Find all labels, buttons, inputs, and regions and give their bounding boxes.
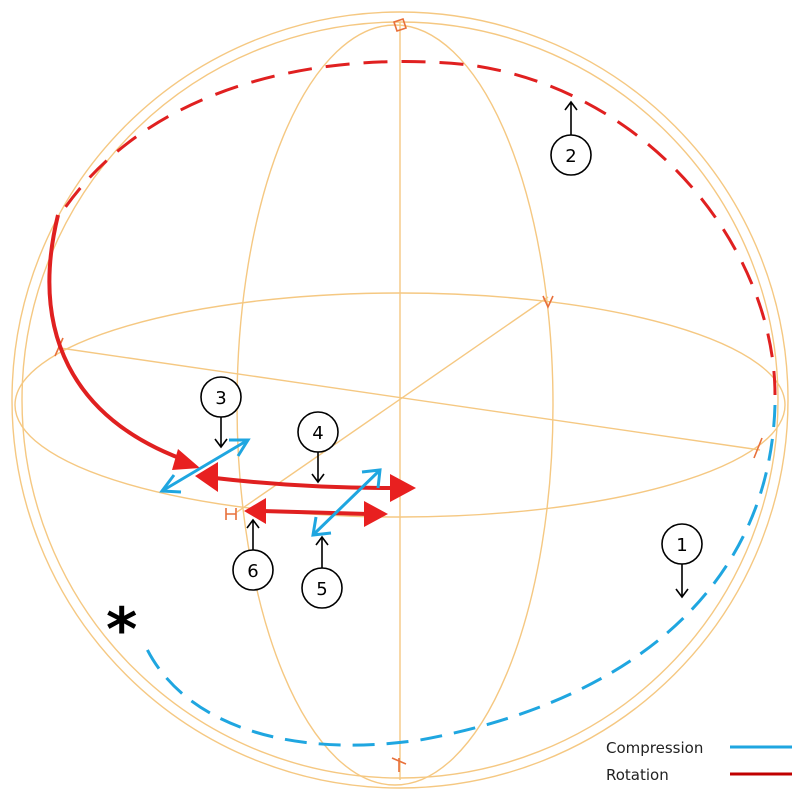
- marker-5: 5: [301, 535, 343, 609]
- depth-axis: [236, 296, 549, 513]
- horizontal-axis: [59, 347, 761, 451]
- top-pole-marker: [392, 17, 408, 33]
- right-pole-marker: [753, 437, 763, 459]
- rotation-arrow-4-head-right: [390, 474, 416, 502]
- marker-2: 2: [550, 100, 592, 176]
- marker-3-label: 3: [215, 388, 226, 409]
- marker-1-label: 1: [676, 535, 687, 556]
- rotation-arrow-4-head-left: [195, 462, 218, 492]
- marker-6-label: 6: [247, 561, 258, 582]
- rotation-arrow-4-shaft: [214, 476, 393, 490]
- marker-1: 1: [661, 523, 703, 599]
- rotation-arrow-6-head-left: [244, 498, 266, 524]
- rotation-arrowhead-left: [172, 449, 200, 470]
- back-pole-marker: [542, 295, 554, 309]
- rotation-arrow-6-shaft: [261, 509, 369, 516]
- marker-2-label: 2: [565, 146, 576, 167]
- marker-4-label: 4: [312, 423, 323, 444]
- sphere-outline: [11, 11, 789, 789]
- rotation-solid-arc: [47, 214, 191, 464]
- asterisk-marker: *: [106, 595, 137, 665]
- meridian-ellipse: [236, 24, 554, 786]
- rotation-arrow-6-head-right: [364, 501, 388, 527]
- marker-6: 6: [232, 518, 274, 591]
- compression-arc: [143, 404, 777, 747]
- compression-arrow-5: [311, 468, 382, 537]
- sphere-frame: [11, 11, 789, 789]
- compression-arrow-3: [159, 438, 251, 494]
- legend-rotation-label: Rotation: [606, 766, 669, 784]
- axis-end-markers: [54, 17, 763, 772]
- legend: Compression Rotation: [606, 739, 792, 784]
- front-pole-marker: [225, 508, 237, 520]
- bottom-pole-marker: [391, 757, 407, 772]
- marker-5-label: 5: [316, 579, 327, 600]
- marker-4: 4: [297, 411, 339, 484]
- marker-3: 3: [200, 376, 242, 449]
- legend-compression-label: Compression: [606, 739, 703, 757]
- rotation-dashed-arc: [58, 60, 777, 396]
